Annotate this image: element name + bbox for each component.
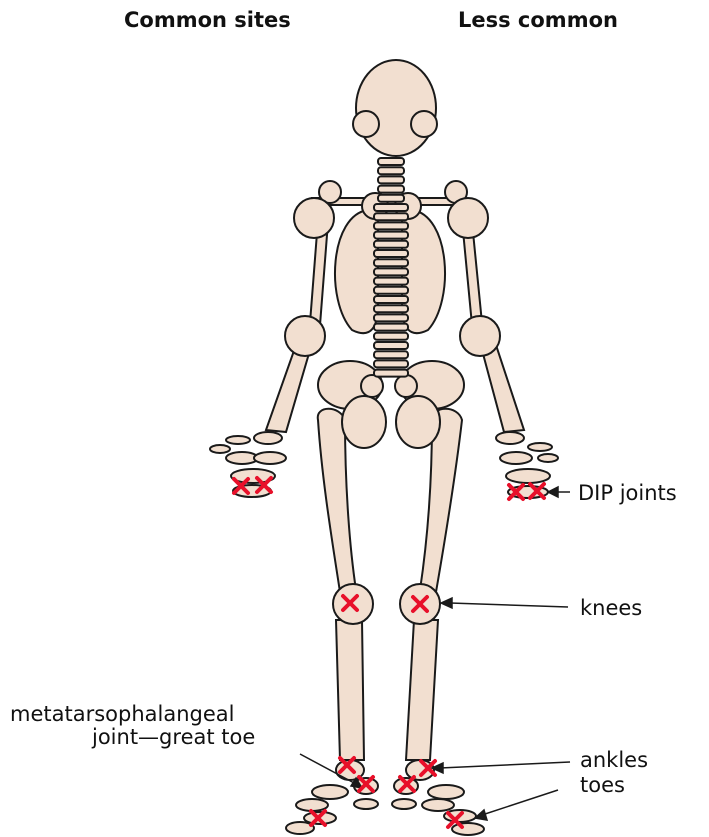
left-foot-bone [296, 799, 328, 811]
left-pubis [342, 396, 386, 448]
ankles-pointer [440, 762, 570, 768]
vertebra [374, 268, 408, 275]
vertebra [374, 342, 408, 349]
vertebra [374, 287, 408, 294]
vertebra [374, 324, 408, 331]
right-pubis [396, 396, 440, 448]
dip-arrowhead [548, 487, 558, 497]
left-hand-bone [254, 452, 286, 464]
vertebra [378, 195, 404, 202]
right-foot-bone [422, 799, 454, 811]
left-hand-bone [210, 445, 230, 453]
vertebra [374, 259, 408, 266]
vertebra [374, 296, 408, 303]
vertebra [374, 241, 408, 248]
right-tibia [406, 620, 438, 760]
label-mtp-line2: joint—great toe [92, 725, 255, 749]
knees-arrowhead [441, 598, 452, 608]
left-forearm [266, 345, 310, 432]
vertebra [378, 158, 404, 165]
right-hand-bone [506, 469, 550, 483]
left-foot-bone [312, 785, 348, 799]
toes-pointer [482, 790, 558, 815]
vertebra [374, 204, 408, 211]
vertebra [374, 333, 408, 340]
vertebra [378, 186, 404, 193]
left-hip-joint [361, 375, 383, 397]
vertebra [374, 250, 408, 257]
left-hand-bone [254, 432, 282, 444]
right-hand-bone [500, 452, 532, 464]
left-jaw [353, 111, 379, 137]
label-knees: knees [580, 596, 642, 620]
vertebra [374, 314, 408, 321]
label-dip-joints: DIP joints [578, 481, 677, 505]
vertebra [378, 176, 404, 183]
label-toes: toes [580, 773, 625, 797]
left-elbow [285, 316, 325, 356]
right-foot-bone [452, 823, 484, 835]
left-shoulder [294, 198, 334, 238]
vertebra [374, 351, 408, 358]
right-jaw [411, 111, 437, 137]
left-ribcage [335, 210, 378, 333]
vertebra [374, 305, 408, 312]
label-mtp-line1: metatarsophalangeal [10, 702, 234, 726]
vertebra [378, 167, 404, 174]
right-forearm [482, 345, 524, 432]
vertebra [374, 370, 408, 377]
label-ankles: ankles [580, 748, 648, 772]
knees-pointer [450, 603, 568, 607]
right-shoulder [448, 198, 488, 238]
gout-markers [234, 478, 544, 827]
vertebra [374, 213, 408, 220]
right-hand-bone [496, 432, 524, 444]
right-elbow [460, 316, 500, 356]
right-foot-bone [392, 799, 416, 809]
vertebra [374, 232, 408, 239]
skull [356, 60, 436, 156]
vertebra [374, 360, 408, 367]
vertebra [374, 222, 408, 229]
right-hand-bone [538, 454, 558, 462]
right-hand-bone [528, 443, 552, 451]
left-tibia [336, 620, 364, 760]
vertebra [374, 278, 408, 285]
left-foot-bone [354, 799, 378, 809]
right-foot-bone [428, 785, 464, 799]
left-hand-bone [226, 436, 250, 444]
right-hip-joint [395, 375, 417, 397]
